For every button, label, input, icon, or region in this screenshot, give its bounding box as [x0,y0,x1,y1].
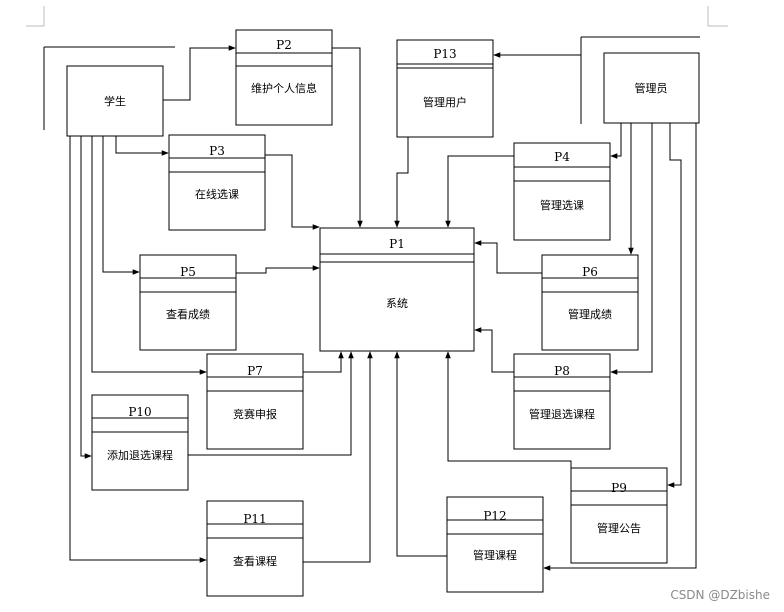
flow-admin-to-p8 [610,123,653,375]
flow-p13-to-p1 [394,137,409,228]
external-entity-admin: 管理员 [580,36,700,124]
p6-id: P6 [582,265,598,279]
external-entity-student: 学生 [43,46,175,137]
p3-id: P3 [209,144,225,158]
process-p10: P10 添加退选课程 [91,394,189,491]
process-p12: P12 管理课程 [446,496,544,593]
p4-label: 管理选课 [540,198,584,212]
process-p3: P3 在线选课 [168,134,266,231]
p10-label: 添加退选课程 [107,448,173,462]
process-p13: P13 管理用户 [396,39,494,138]
flow-p4-to-p1 [445,155,514,228]
process-p8: P8 管理退选课程 [513,353,611,450]
p7-id: P7 [247,364,263,378]
process-p1: P1 系统 [319,227,475,352]
p10-id: P10 [128,405,151,419]
process-p11: P11 查看课程 [206,500,304,597]
flow-admin-to-p12 [543,123,697,571]
p12-id: P12 [483,509,506,523]
p2-label: 维护个人信息 [251,81,317,95]
page-corner-marks [26,6,728,27]
watermark: CSDN @DZbishe [670,588,770,602]
p9-id: P9 [611,481,627,495]
process-p4: P4 管理选课 [513,142,611,241]
flow-admin-to-p4 [610,123,622,159]
p12-label: 管理课程 [473,548,517,562]
p13-id: P13 [433,47,456,61]
flow-admin-to-p9 [667,123,682,488]
p2-id: P2 [276,38,292,52]
flow-p9-to-p1 [445,351,572,488]
p6-label: 管理成绩 [568,307,612,321]
flow-p8-to-p1 [474,327,514,373]
flow-student-to-p2 [163,45,236,101]
flow-p7-to-p1 [303,351,344,373]
flow-p12-to-p1 [394,351,447,557]
flow-p11-to-p1 [303,351,373,563]
p9-label: 管理公告 [597,521,641,535]
p3-label: 在线选课 [195,187,239,201]
process-p6: P6 管理成绩 [541,254,639,351]
flow-student-to-p3 [115,136,169,156]
flow-p3-to-p1 [265,154,320,230]
p13-label: 管理用户 [423,95,467,109]
p4-id: P4 [554,150,570,164]
process-p7: P7 竞赛申报 [206,353,304,450]
flow-p2-to-p1 [332,47,363,228]
p5-id: P5 [180,265,196,279]
process-p5: P5 查看成绩 [139,254,237,351]
student-label: 学生 [104,94,126,108]
p1-label: 系统 [386,297,408,310]
flow-student-to-p7 [91,136,207,375]
p5-label: 查看成绩 [166,307,210,321]
flow-student-to-p11 [69,136,207,563]
flow-student-to-p5 [102,136,140,275]
p7-label: 竞赛申报 [233,407,277,421]
flow-p10-to-p1 [188,351,354,456]
p11-id: P11 [243,512,266,526]
process-p9: P9 管理公告 [570,467,668,564]
flow-student-to-p10 [80,136,92,459]
admin-label: 管理员 [635,81,668,95]
flow-p5-to-p1 [236,265,320,274]
process-p2: P2 维护个人信息 [235,29,333,126]
p8-label: 管理退选课程 [529,407,595,421]
p11-label: 查看课程 [233,554,277,568]
flow-p6-to-p1 [474,240,542,274]
p8-id: P8 [554,364,570,378]
p1-id: P1 [389,237,405,251]
